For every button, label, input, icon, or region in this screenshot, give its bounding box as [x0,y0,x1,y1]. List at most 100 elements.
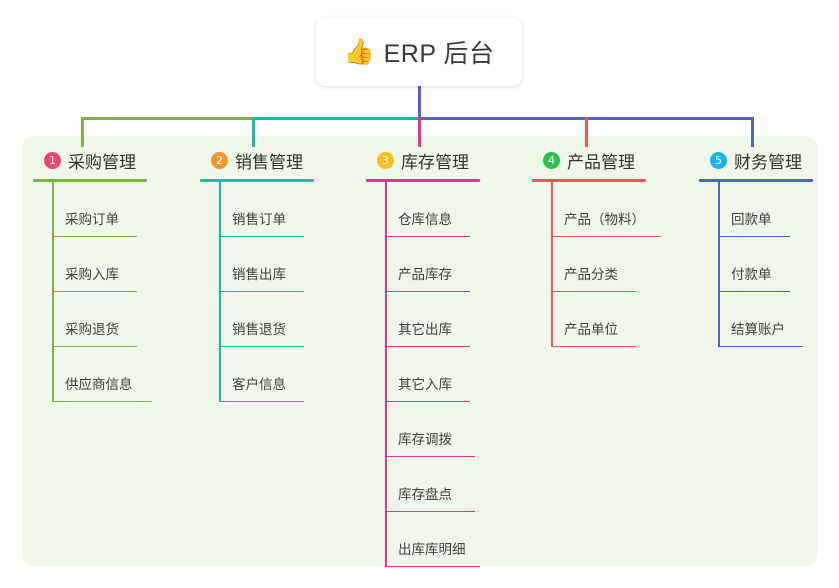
leaf-item-rule [52,290,137,292]
column-header-2[interactable]: 2 销售管理 [200,148,314,172]
connector-drop-3 [418,117,421,147]
leaf-item[interactable]: 采购入库 [33,237,147,292]
leaf-item-label: 采购订单 [65,212,119,227]
column-items: 产品（物料） 产品分类产品单位 [532,182,661,347]
leaf-item[interactable]: 销售订单 [200,182,314,237]
leaf-item-label: 销售订单 [232,212,286,227]
leaf-item[interactable]: 回款单 [699,182,813,237]
column-2: 2 销售管理销售订单销售出库销售退货客户信息 [200,148,314,402]
column-title: 财务管理 [734,152,802,172]
connector-drop-5 [751,117,754,147]
leaf-item-rule [385,455,475,457]
leaf-item-label: 库存调拨 [398,432,452,447]
column-spine [219,182,221,402]
column-index-badge: 4 [543,151,560,169]
leaf-item[interactable]: 产品（物料） [532,182,661,237]
leaf-item-label: 产品单位 [564,322,618,337]
column-spine [551,182,553,347]
column-spine [385,182,387,567]
leaf-item-rule [52,345,137,347]
leaf-item[interactable]: 销售退货 [200,292,314,347]
column-title: 产品管理 [567,152,635,172]
leaf-item-rule [219,290,304,292]
column-header-5[interactable]: 5 财务管理 [699,148,813,172]
leaf-item[interactable]: 产品分类 [532,237,646,292]
leaf-item-rule [718,290,790,292]
leaf-item[interactable]: 客户信息 [200,347,314,402]
column-title: 销售管理 [235,152,303,172]
root-node[interactable]: 👍 ERP 后台 [316,18,522,86]
connector-drop-2 [252,117,255,147]
column-header-rule [532,179,646,182]
leaf-item-label: 销售出库 [232,267,286,282]
leaf-item-label: 客户信息 [232,377,286,392]
leaf-item-label: 其它入库 [398,377,452,392]
column-5: 5 财务管理回款单付款单结算账户 [699,148,813,347]
leaf-item-rule [551,235,661,237]
column-header-4[interactable]: 4 产品管理 [532,148,646,172]
connector-bus-segment-2 [252,117,419,120]
column-spine [718,182,720,347]
leaf-item-label: 其它出库 [398,322,452,337]
column-header-rule [366,179,480,182]
leaf-item-rule [718,235,790,237]
leaf-item[interactable]: 销售出库 [200,237,314,292]
thumbs-up-icon: 👍 [343,37,375,66]
leaf-item-label: 付款单 [731,267,772,282]
column-index-badge: 5 [710,151,727,169]
leaf-item-rule [385,565,480,567]
column-header-1[interactable]: 1 采购管理 [33,148,147,172]
leaf-item-rule [219,345,304,347]
leaf-item-rule [385,510,475,512]
column-header-rule [699,179,813,182]
connector-bus-segment-1 [81,117,253,120]
leaf-item[interactable]: 产品单位 [532,292,646,347]
column-index-badge: 1 [44,151,61,169]
root-node-label: ERP 后台 [383,40,495,68]
column-index-badge: 3 [377,151,394,169]
column-index-badge: 2 [211,151,228,169]
column-items: 销售订单销售出库销售退货客户信息 [200,182,314,402]
leaf-item[interactable]: 结算账户 [699,292,813,347]
leaf-item-label: 销售退货 [232,322,286,337]
leaf-item[interactable]: 采购订单 [33,182,147,237]
leaf-item-rule [551,345,636,347]
column-1: 1 采购管理采购订单采购入库采购退货供应商信息 [33,148,152,402]
column-items: 采购订单采购入库采购退货供应商信息 [33,182,152,402]
column-items: 回款单付款单结算账户 [699,182,813,347]
leaf-item-rule [385,235,470,237]
leaf-item-rule [219,400,304,402]
leaf-item-label: 产品（物料） [564,212,645,227]
leaf-item[interactable]: 产品库存 [366,237,480,292]
column-header-rule [200,179,314,182]
leaf-item[interactable]: 付款单 [699,237,813,292]
leaf-item[interactable]: 库存调拨 [366,402,480,457]
leaf-item[interactable]: 采购退货 [33,292,147,347]
leaf-item-rule [718,345,803,347]
column-title: 采购管理 [68,152,136,172]
leaf-item-label: 采购入库 [65,267,119,282]
leaf-item-rule [52,400,152,402]
leaf-item[interactable]: 仓库信息 [366,182,480,237]
leaf-item-rule [219,235,304,237]
leaf-item[interactable]: 供应商信息 [33,347,152,402]
column-4: 4 产品管理产品（物料） 产品分类产品单位 [532,148,661,347]
diagram-panel [22,136,818,566]
leaf-item-label: 回款单 [731,212,772,227]
column-items: 仓库信息产品库存其它出库其它入库库存调拨库存盘点出库库明细 [366,182,480,567]
leaf-item-label: 结算账户 [731,322,785,337]
leaf-item-rule [385,345,470,347]
connector-trunk [418,86,421,120]
connector-drop-4 [585,117,588,147]
leaf-item-label: 仓库信息 [398,212,452,227]
leaf-item[interactable]: 库存盘点 [366,457,480,512]
leaf-item[interactable]: 其它入库 [366,347,480,402]
leaf-item[interactable]: 其它出库 [366,292,480,347]
leaf-item-rule [385,290,470,292]
leaf-item-label: 产品分类 [564,267,618,282]
leaf-item[interactable]: 出库库明细 [366,512,480,567]
leaf-item-rule [551,290,636,292]
